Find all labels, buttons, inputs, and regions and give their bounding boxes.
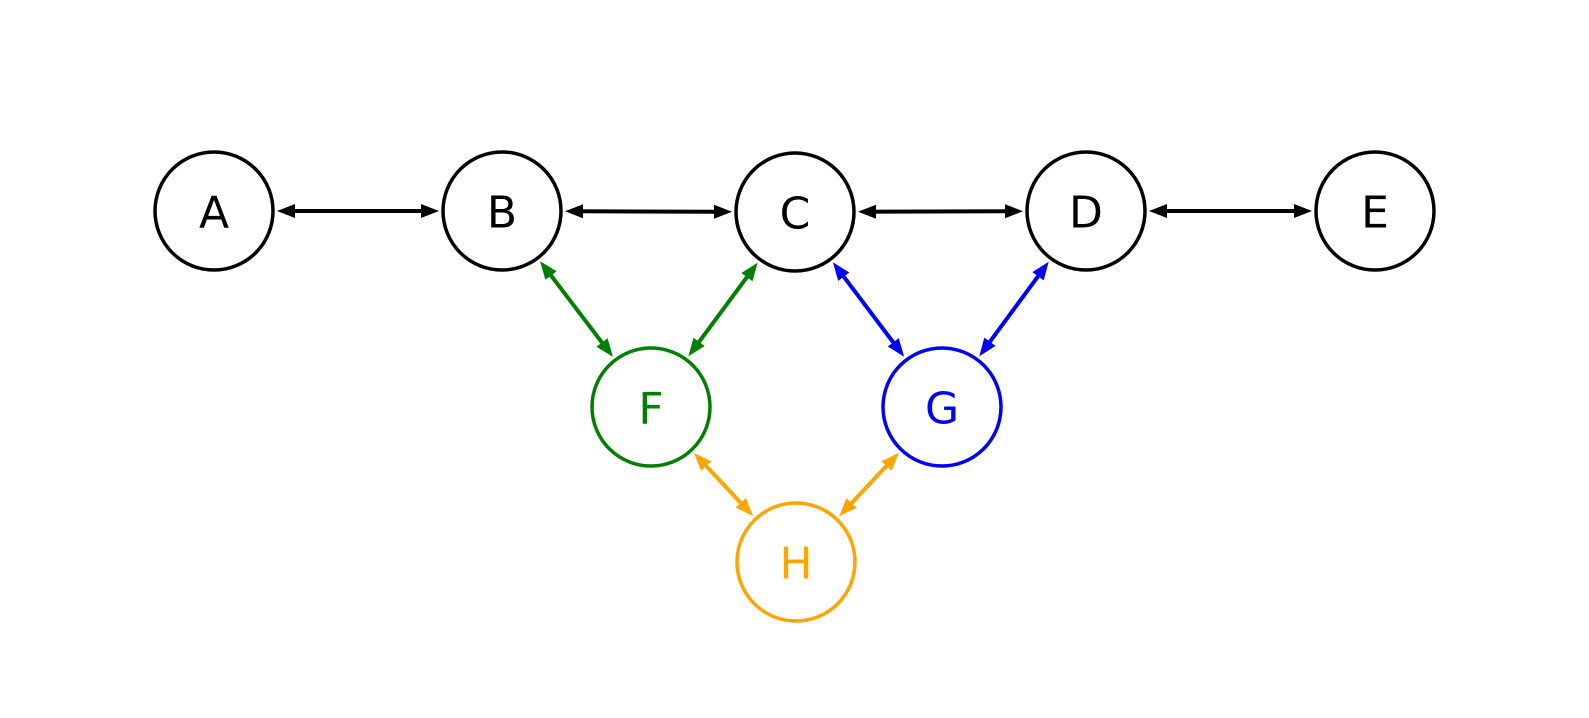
node-A-label: A	[199, 187, 229, 238]
arrowhead-D-icon	[1005, 204, 1023, 219]
edge-D-E	[1149, 204, 1312, 218]
node-F-circle	[590, 346, 712, 468]
edge-C-G	[832, 262, 905, 357]
node-C: C	[734, 151, 856, 273]
edge-C-D	[858, 204, 1023, 219]
arrowhead-F-icon	[694, 453, 712, 471]
arrowhead-B-icon	[421, 204, 439, 218]
arrowhead-A-icon	[277, 204, 295, 218]
arrowhead-C-icon	[741, 262, 758, 282]
arrowhead-F-icon	[688, 337, 705, 357]
arrowhead-E-icon	[1294, 204, 1312, 218]
arrowhead-G-icon	[979, 337, 996, 357]
node-D-label: D	[1069, 187, 1103, 238]
edge-line-H-G	[848, 462, 890, 507]
node-A: A	[153, 150, 275, 272]
edge-line-C-G	[840, 273, 897, 346]
arrowhead-B-icon	[565, 204, 583, 219]
edge-line-B-F	[547, 271, 606, 347]
edge-F-C	[688, 262, 758, 357]
edge-B-C	[565, 204, 732, 219]
edge-line-G-D	[986, 272, 1042, 346]
arrowhead-D-icon	[1149, 204, 1167, 218]
arrowhead-B-icon	[540, 261, 557, 280]
edge-A-B	[277, 204, 439, 218]
node-B-circle	[441, 150, 563, 272]
node-E-circle	[1314, 150, 1436, 272]
arrowhead-G-icon	[881, 452, 899, 471]
node-G: G	[881, 346, 1003, 468]
arrowhead-C-icon	[714, 204, 732, 219]
edge-H-G	[839, 452, 899, 517]
arrowhead-D-icon	[1032, 261, 1049, 281]
node-H: H	[735, 501, 857, 623]
edge-line-F-H	[702, 462, 745, 507]
node-H-circle	[735, 501, 857, 623]
arrowhead-C-icon	[832, 262, 850, 281]
node-E-label: E	[1361, 187, 1389, 238]
node-D-circle	[1025, 150, 1147, 272]
node-B-label: B	[487, 187, 517, 238]
node-F: F	[590, 346, 712, 468]
edge-B-F	[540, 261, 613, 357]
node-E: E	[1314, 150, 1436, 272]
arrowhead-G-icon	[887, 338, 905, 357]
edge-G-D	[979, 261, 1049, 357]
node-C-circle	[734, 151, 856, 273]
arrowhead-H-icon	[839, 498, 857, 517]
node-G-label: G	[925, 383, 959, 434]
edge-F-H	[694, 453, 753, 516]
node-H-label: H	[779, 538, 812, 589]
arrowhead-C-icon	[858, 204, 876, 219]
node-A-circle	[153, 150, 275, 272]
node-B: B	[441, 150, 563, 272]
edge-line-F-C	[695, 273, 751, 346]
arrowhead-H-icon	[735, 498, 753, 516]
arrowhead-F-icon	[596, 338, 613, 357]
node-C-label: C	[780, 188, 811, 239]
node-F-label: F	[638, 383, 663, 434]
node-G-circle	[881, 346, 1003, 468]
node-D: D	[1025, 150, 1147, 272]
